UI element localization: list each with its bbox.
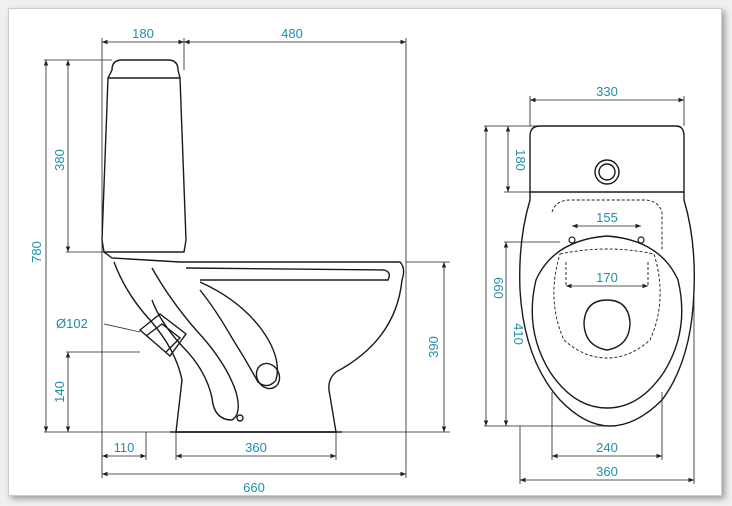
dim-top-tank-depth: 180 [513,149,528,171]
top-bowl-outer [519,192,695,427]
siphon-trap [151,267,239,421]
dim-tank-height: 380 [52,149,67,171]
hidden-tank-base [551,199,663,250]
dim-tank-depth: 180 [132,26,154,41]
dim-top-width: 330 [596,84,618,99]
top-view-hidden [551,199,663,359]
top-view-dimensions [483,96,695,484]
side-view [101,59,405,433]
mounting-hole-right [637,236,645,244]
dim-outlet-diameter: Ø102 [56,316,88,331]
dim-total-length: 660 [243,480,265,495]
top-view-labels: 330 180 155 660 170 410 240 360 [491,84,618,479]
dim-bowl-depth: 480 [281,26,303,41]
flush-button-inner [598,163,616,181]
dim-seat-holes: 170 [596,270,618,285]
siphon-inner [199,281,279,387]
dim-top-bowl-depth: 410 [511,323,526,345]
flush-button-outer [594,159,620,185]
dim-top-total-depth: 660 [491,277,506,299]
dim-mounting-holes: 155 [596,210,618,225]
top-seat [531,235,683,409]
dim-total-height: 780 [29,241,44,263]
side-view-labels: 180 480 380 780 Ø102 140 390 110 360 660 [29,26,441,495]
bowl-rim-inner [185,267,391,281]
dim-outlet-offset: 110 [114,440,135,455]
dim-rim-height: 390 [426,336,441,358]
top-bowl-opening [583,299,631,351]
dim-base-length: 360 [245,440,267,455]
trap-outlet-opening [255,362,281,390]
bowl-rim [103,251,405,281]
mounting-holes [568,236,645,244]
cistern-tank [101,59,187,253]
mounting-hole-left [568,236,576,244]
hidden-bowl-rim [553,248,661,359]
bowl-outer [113,261,403,433]
outlet-pipe [138,313,187,358]
dim-top-total-width: 360 [596,464,618,479]
dim-outlet-height: 140 [52,381,67,403]
side-view-dimensions [43,38,450,478]
base-screw-hole [236,414,244,422]
top-tank [529,125,685,193]
dim-base-width: 240 [596,440,618,455]
